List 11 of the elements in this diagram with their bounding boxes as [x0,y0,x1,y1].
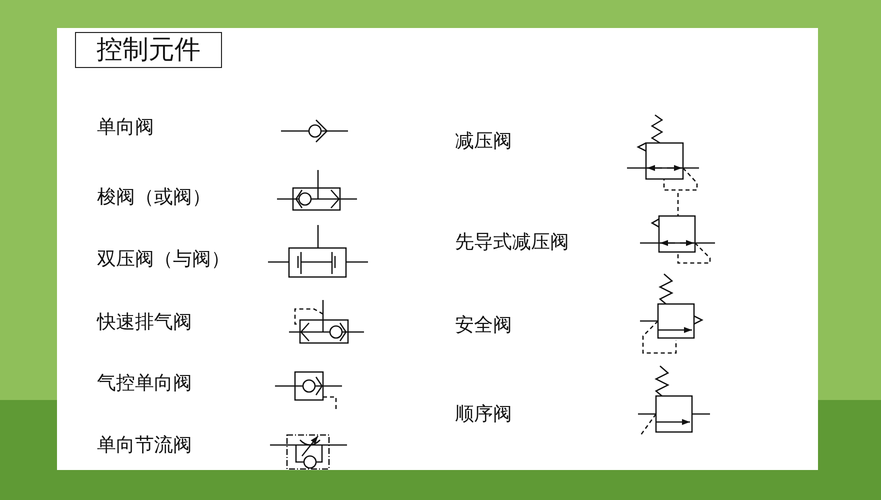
valve-name: 先导式减压阀 [455,230,569,254]
valve-name: 气控单向阀 [97,371,192,395]
valve-name: 单向节流阀 [97,433,192,457]
valve-name: 快速排气阀 [97,310,192,334]
title: 控制元件 [75,32,222,68]
valve-name: 顺序阀 [455,402,512,426]
valve-name: 单向阀 [97,115,154,139]
valve-name: 减压阀 [455,129,512,153]
valve-name: 安全阀 [455,313,512,337]
valve-name: 双压阀（与阀） [97,247,230,271]
valve-name: 梭阀（或阀） [97,185,211,209]
